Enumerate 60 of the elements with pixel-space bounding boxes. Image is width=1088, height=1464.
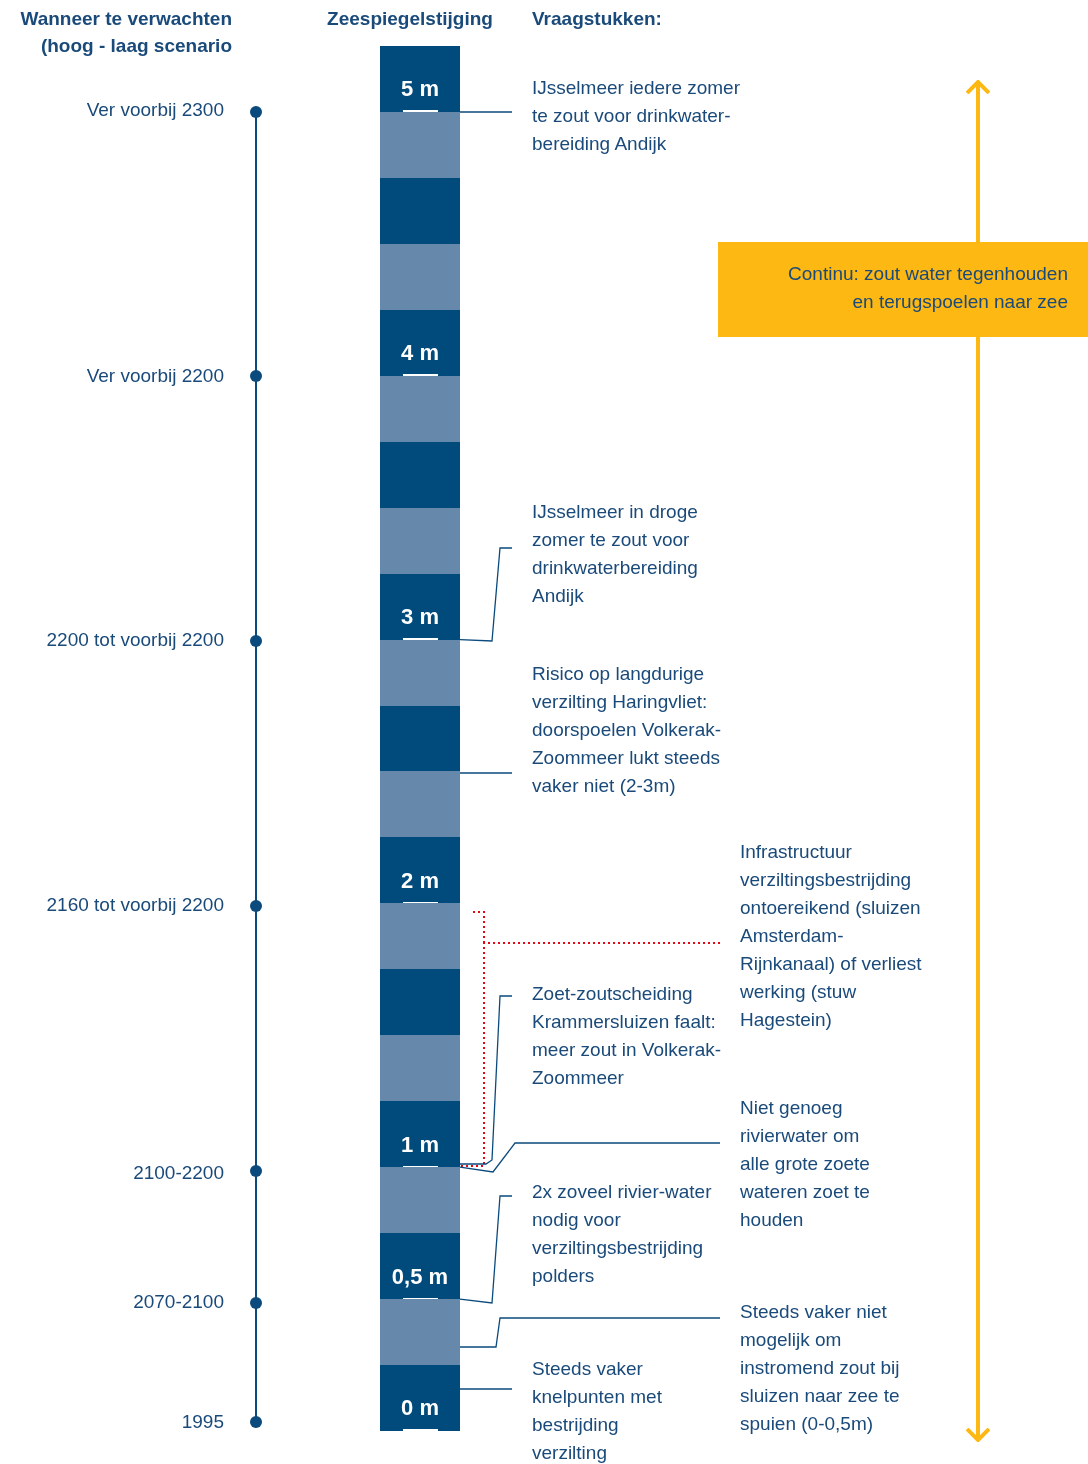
scale-segment <box>380 243 460 311</box>
leader-line <box>459 995 513 1165</box>
issue-text: Risico op langdurige verzilting Haringvliet: doorspoelen Volkerak-Zoommeer lukt steeds vaker niet (2-3m) <box>532 662 723 798</box>
leader-line <box>459 911 721 1167</box>
level-label: 4 m <box>400 340 440 367</box>
scale-segment <box>380 1035 460 1102</box>
scale-level-block <box>380 837 460 904</box>
date-label: 2160 tot voorbij 2200 <box>45 893 224 917</box>
arrow <box>965 80 991 242</box>
issue-text: Steeds vaker niet mogelijk om instromend zout bij sluizen naar zee te spuien (0-0,5m) <box>740 1300 901 1436</box>
date-label: 1995 <box>180 1410 224 1434</box>
scale-level-block <box>380 1365 460 1432</box>
highlight-panel <box>718 242 1088 337</box>
scale-segment <box>380 969 460 1036</box>
date-label: 2070-2100 <box>132 1290 224 1314</box>
leader-line <box>459 772 513 774</box>
leader-line <box>459 1142 721 1173</box>
scale-level-block <box>380 46 460 113</box>
date-label: Ver voorbij 2200 <box>85 364 224 388</box>
scale-level-block <box>380 1101 460 1168</box>
scale-segment <box>380 1299 460 1366</box>
column-header: Zeespiegelstijging <box>326 7 494 31</box>
scale-level-block <box>380 1233 460 1300</box>
level-label: 0,5 m <box>390 1263 450 1290</box>
leader-line <box>459 1388 513 1390</box>
issue-text: 2x zoveel rivier-water nodig voor verziltingsbestrijding polders <box>532 1180 713 1288</box>
scale-segment <box>380 177 460 245</box>
column-header: Vraagstukken: <box>532 7 663 31</box>
issue-text: Steeds vaker knelpunten met bestrijding verzilting <box>532 1357 663 1464</box>
level-label: 3 m <box>400 604 440 631</box>
scale-level-block <box>380 309 460 377</box>
scale-level-block <box>380 573 460 641</box>
issue-text: Niet genoeg rivierwater om alle grote zoete wateren zoet te houden <box>740 1096 871 1232</box>
date-label: 2200 tot voorbij 2200 <box>45 628 224 652</box>
column-header: Wanneer te verwachten (hoog - laag scenario <box>19 7 232 58</box>
scale-segment <box>380 375 460 443</box>
scale-segment <box>380 441 460 509</box>
panel-text: Continu: zout water tegenhouden en terugspoelen naar zee <box>787 262 1068 314</box>
level-label: 2 m <box>400 867 440 894</box>
leader-line <box>459 547 513 642</box>
scale-segment <box>380 111 460 179</box>
date-label: Ver voorbij 2300 <box>85 98 224 122</box>
date-label: 2100-2200 <box>132 1161 224 1185</box>
scale-segment <box>380 771 460 838</box>
level-label: 0 m <box>400 1395 440 1422</box>
scale-segment <box>380 507 460 575</box>
scale-segment <box>380 705 460 772</box>
scale-segment <box>380 1167 460 1234</box>
issue-text: IJsselmeer iedere zomer te zout voor drinkwater-bereiding Andijk <box>532 76 742 156</box>
level-label: 5 m <box>400 76 440 103</box>
issue-text: Infrastructuur verziltingsbestrijding ontoereikend (sluizen Amsterdam-Rijnkanaal) of verliest werking (stuw Hagestein) <box>740 840 923 1032</box>
scale-segment <box>380 903 460 970</box>
scale-segment <box>380 639 460 706</box>
leader-line <box>459 1195 513 1304</box>
issue-text: IJsselmeer in droge zomer te zout voor drinkwaterbereiding Andijk <box>532 500 699 608</box>
issue-text: Zoet-zoutscheiding Krammersluizen faalt: meer zout in Volkerak-Zoommeer <box>532 982 722 1090</box>
level-label: 1 m <box>400 1131 440 1158</box>
arrow <box>965 337 991 1442</box>
leader-line <box>459 1317 721 1348</box>
leader-line <box>459 111 513 113</box>
